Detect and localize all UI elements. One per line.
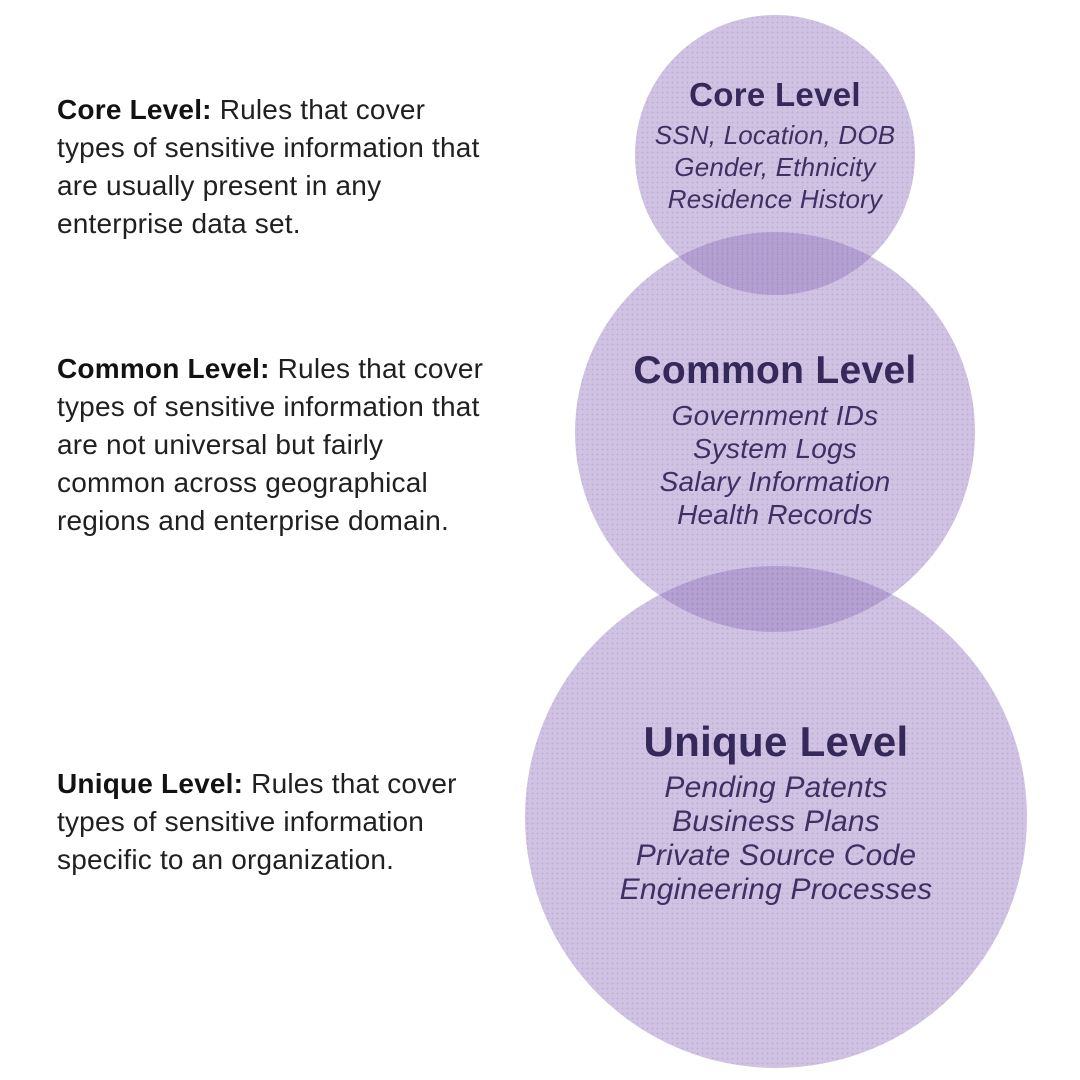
common-level-title: Common Level — [633, 349, 917, 392]
common-level-item: Salary Information — [659, 465, 891, 497]
unique-level-item: Business Plans — [672, 805, 880, 839]
unique-level-items: Pending Patents Business Plans Private S… — [620, 771, 933, 907]
common-level-description: Common Level: Rules that cover types of … — [57, 350, 495, 540]
core-level-item: Residence History — [667, 183, 883, 214]
unique-level-description-lead: Unique Level: — [57, 768, 244, 799]
common-level-item: Health Records — [677, 498, 873, 530]
unique-level-description: Unique Level: Rules that cover types of … — [57, 765, 495, 879]
core-level-description: Core Level: Rules that cover types of se… — [57, 91, 495, 243]
core-level-item: SSN, Location, DOB — [654, 119, 896, 150]
unique-level-item: Private Source Code — [635, 839, 917, 873]
core-level-items: SSN, Location, DOB Gender, Ethnicity Res… — [655, 119, 896, 215]
unique-level-item: Engineering Processes — [619, 873, 933, 907]
unique-level-title: Unique Level — [643, 718, 909, 765]
common-level-items: Government IDs System Logs Salary Inform… — [660, 399, 891, 531]
common-level-circle: Common Level Government IDs System Logs … — [575, 232, 975, 632]
core-level-title: Core Level — [689, 76, 861, 113]
unique-level-circle: Unique Level Pending Patents Business Pl… — [525, 566, 1027, 1068]
core-level-item: Gender, Ethnicity — [674, 151, 876, 182]
core-level-description-lead: Core Level: — [57, 94, 212, 125]
common-level-description-text: Rules that cover types of sensitive info… — [57, 353, 484, 536]
unique-level-item: Pending Patents — [664, 771, 888, 805]
unique-level-description-text: Rules that cover types of sensitive info… — [57, 768, 457, 875]
common-level-item: System Logs — [692, 432, 858, 464]
common-level-item: Government IDs — [671, 399, 879, 431]
common-level-description-lead: Common Level: — [57, 353, 270, 384]
core-level-circle: Core Level SSN, Location, DOB Gender, Et… — [635, 15, 915, 295]
core-level-description-text: Rules that cover types of sensitive info… — [57, 94, 480, 239]
